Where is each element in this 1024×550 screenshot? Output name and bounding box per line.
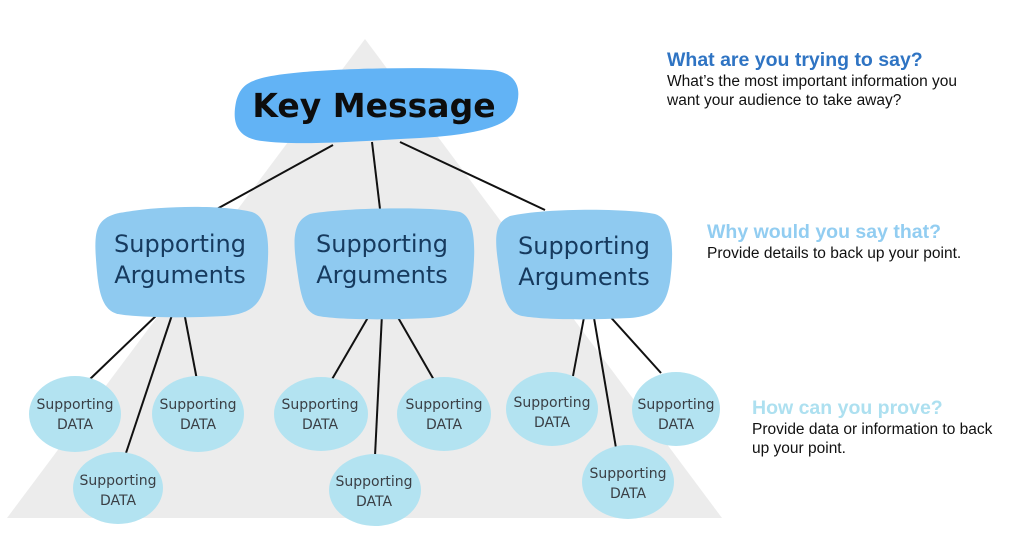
data-blob (582, 445, 674, 519)
data-node-2-1: Supporting DATA (274, 377, 368, 451)
argument-blob (496, 209, 673, 320)
data-node-1-2: Supporting DATA (73, 452, 163, 524)
connector-argument-3-to-data-2 (592, 311, 617, 449)
argument-label-line2: Arguments (316, 261, 448, 289)
connector-argument-2-to-data-2 (374, 313, 383, 457)
argument-blob (294, 208, 475, 320)
side-note-heading: Why would you say that? (707, 221, 942, 243)
data-blob (397, 377, 491, 451)
data-label-line1: Supporting (514, 395, 591, 411)
data-label-line1: Supporting (590, 466, 667, 482)
argument-node-2: Supporting Arguments (294, 208, 475, 320)
side-note-body: What’s the most important information yo… (667, 73, 958, 109)
key-message-label: Key Message (252, 86, 495, 125)
connector-argument-2-to-data-1 (330, 313, 371, 382)
argument-label-line2: Arguments (114, 261, 246, 289)
data-label-line2: DATA (534, 415, 570, 431)
data-blob (506, 372, 598, 446)
connector-argument-3-to-data-1 (572, 311, 586, 377)
side-note-heading: What are you trying to say? (667, 49, 923, 71)
argument-label-line1: Supporting (316, 230, 448, 258)
key-message-blob (234, 68, 519, 144)
data-label-line2: DATA (610, 486, 646, 502)
side-note-body: Provide details to back up your point. (707, 245, 962, 262)
data-node-1-3: Supporting DATA (152, 376, 244, 452)
connectors-arguments-to-data (87, 311, 662, 457)
data-label-line2: DATA (302, 417, 338, 433)
data-label-line2: DATA (356, 494, 392, 510)
argument-node-3: Supporting Arguments (496, 209, 673, 320)
data-label-line2: DATA (426, 417, 462, 433)
data-label-line1: Supporting (282, 397, 359, 413)
side-note-key-message: What are you trying to say? What’s the m… (667, 48, 987, 110)
data-blob (73, 452, 163, 524)
data-label-line2: DATA (180, 417, 216, 433)
key-message-node: Key Message (234, 68, 519, 144)
data-node-3-1: Supporting DATA (506, 372, 598, 446)
data-blob (152, 376, 244, 452)
data-label-line1: Supporting (638, 397, 715, 413)
argument-node-1: Supporting Arguments (95, 206, 269, 318)
data-node-2-3: Supporting DATA (397, 377, 491, 451)
data-node-1-1: Supporting DATA (29, 376, 121, 452)
data-node-3-2: Supporting DATA (582, 445, 674, 519)
connector-key-to-argument-3 (399, 141, 546, 211)
connector-argument-1-to-data-2 (124, 311, 174, 457)
connector-key-to-argument-2 (371, 141, 381, 210)
connector-key-to-argument-1 (214, 144, 334, 211)
data-label-line1: Supporting (37, 397, 114, 413)
data-label-line1: Supporting (406, 397, 483, 413)
side-note-body: Provide data or information to back up y… (752, 421, 993, 457)
argument-blob (95, 206, 269, 318)
data-blob (29, 376, 121, 452)
side-note-heading: How can you prove? (752, 397, 943, 419)
connector-argument-1-to-data-1 (87, 311, 161, 382)
data-label-line2: DATA (57, 417, 93, 433)
connector-argument-1-to-data-3 (183, 311, 198, 381)
connector-argument-2-to-data-3 (395, 313, 435, 381)
side-note-data: How can you prove? Provide data or infor… (752, 396, 1012, 458)
connector-argument-3-to-data-3 (605, 311, 662, 374)
argument-label-line2: Arguments (518, 263, 650, 291)
data-label-line2: DATA (100, 493, 136, 509)
data-blob (329, 454, 421, 526)
data-label-line1: Supporting (160, 397, 237, 413)
data-blob (274, 377, 368, 451)
data-label-line1: Supporting (336, 474, 413, 490)
argument-label-line1: Supporting (114, 230, 246, 258)
data-node-3-3: Supporting DATA (632, 372, 720, 446)
side-note-arguments: Why would you say that? Provide details … (707, 220, 1007, 263)
data-label-line1: Supporting (80, 473, 157, 489)
data-node-2-2: Supporting DATA (329, 454, 421, 526)
data-blob (632, 372, 720, 446)
argument-label-line1: Supporting (518, 232, 650, 260)
data-label-line2: DATA (658, 417, 694, 433)
connectors-key-to-arguments (214, 141, 546, 211)
